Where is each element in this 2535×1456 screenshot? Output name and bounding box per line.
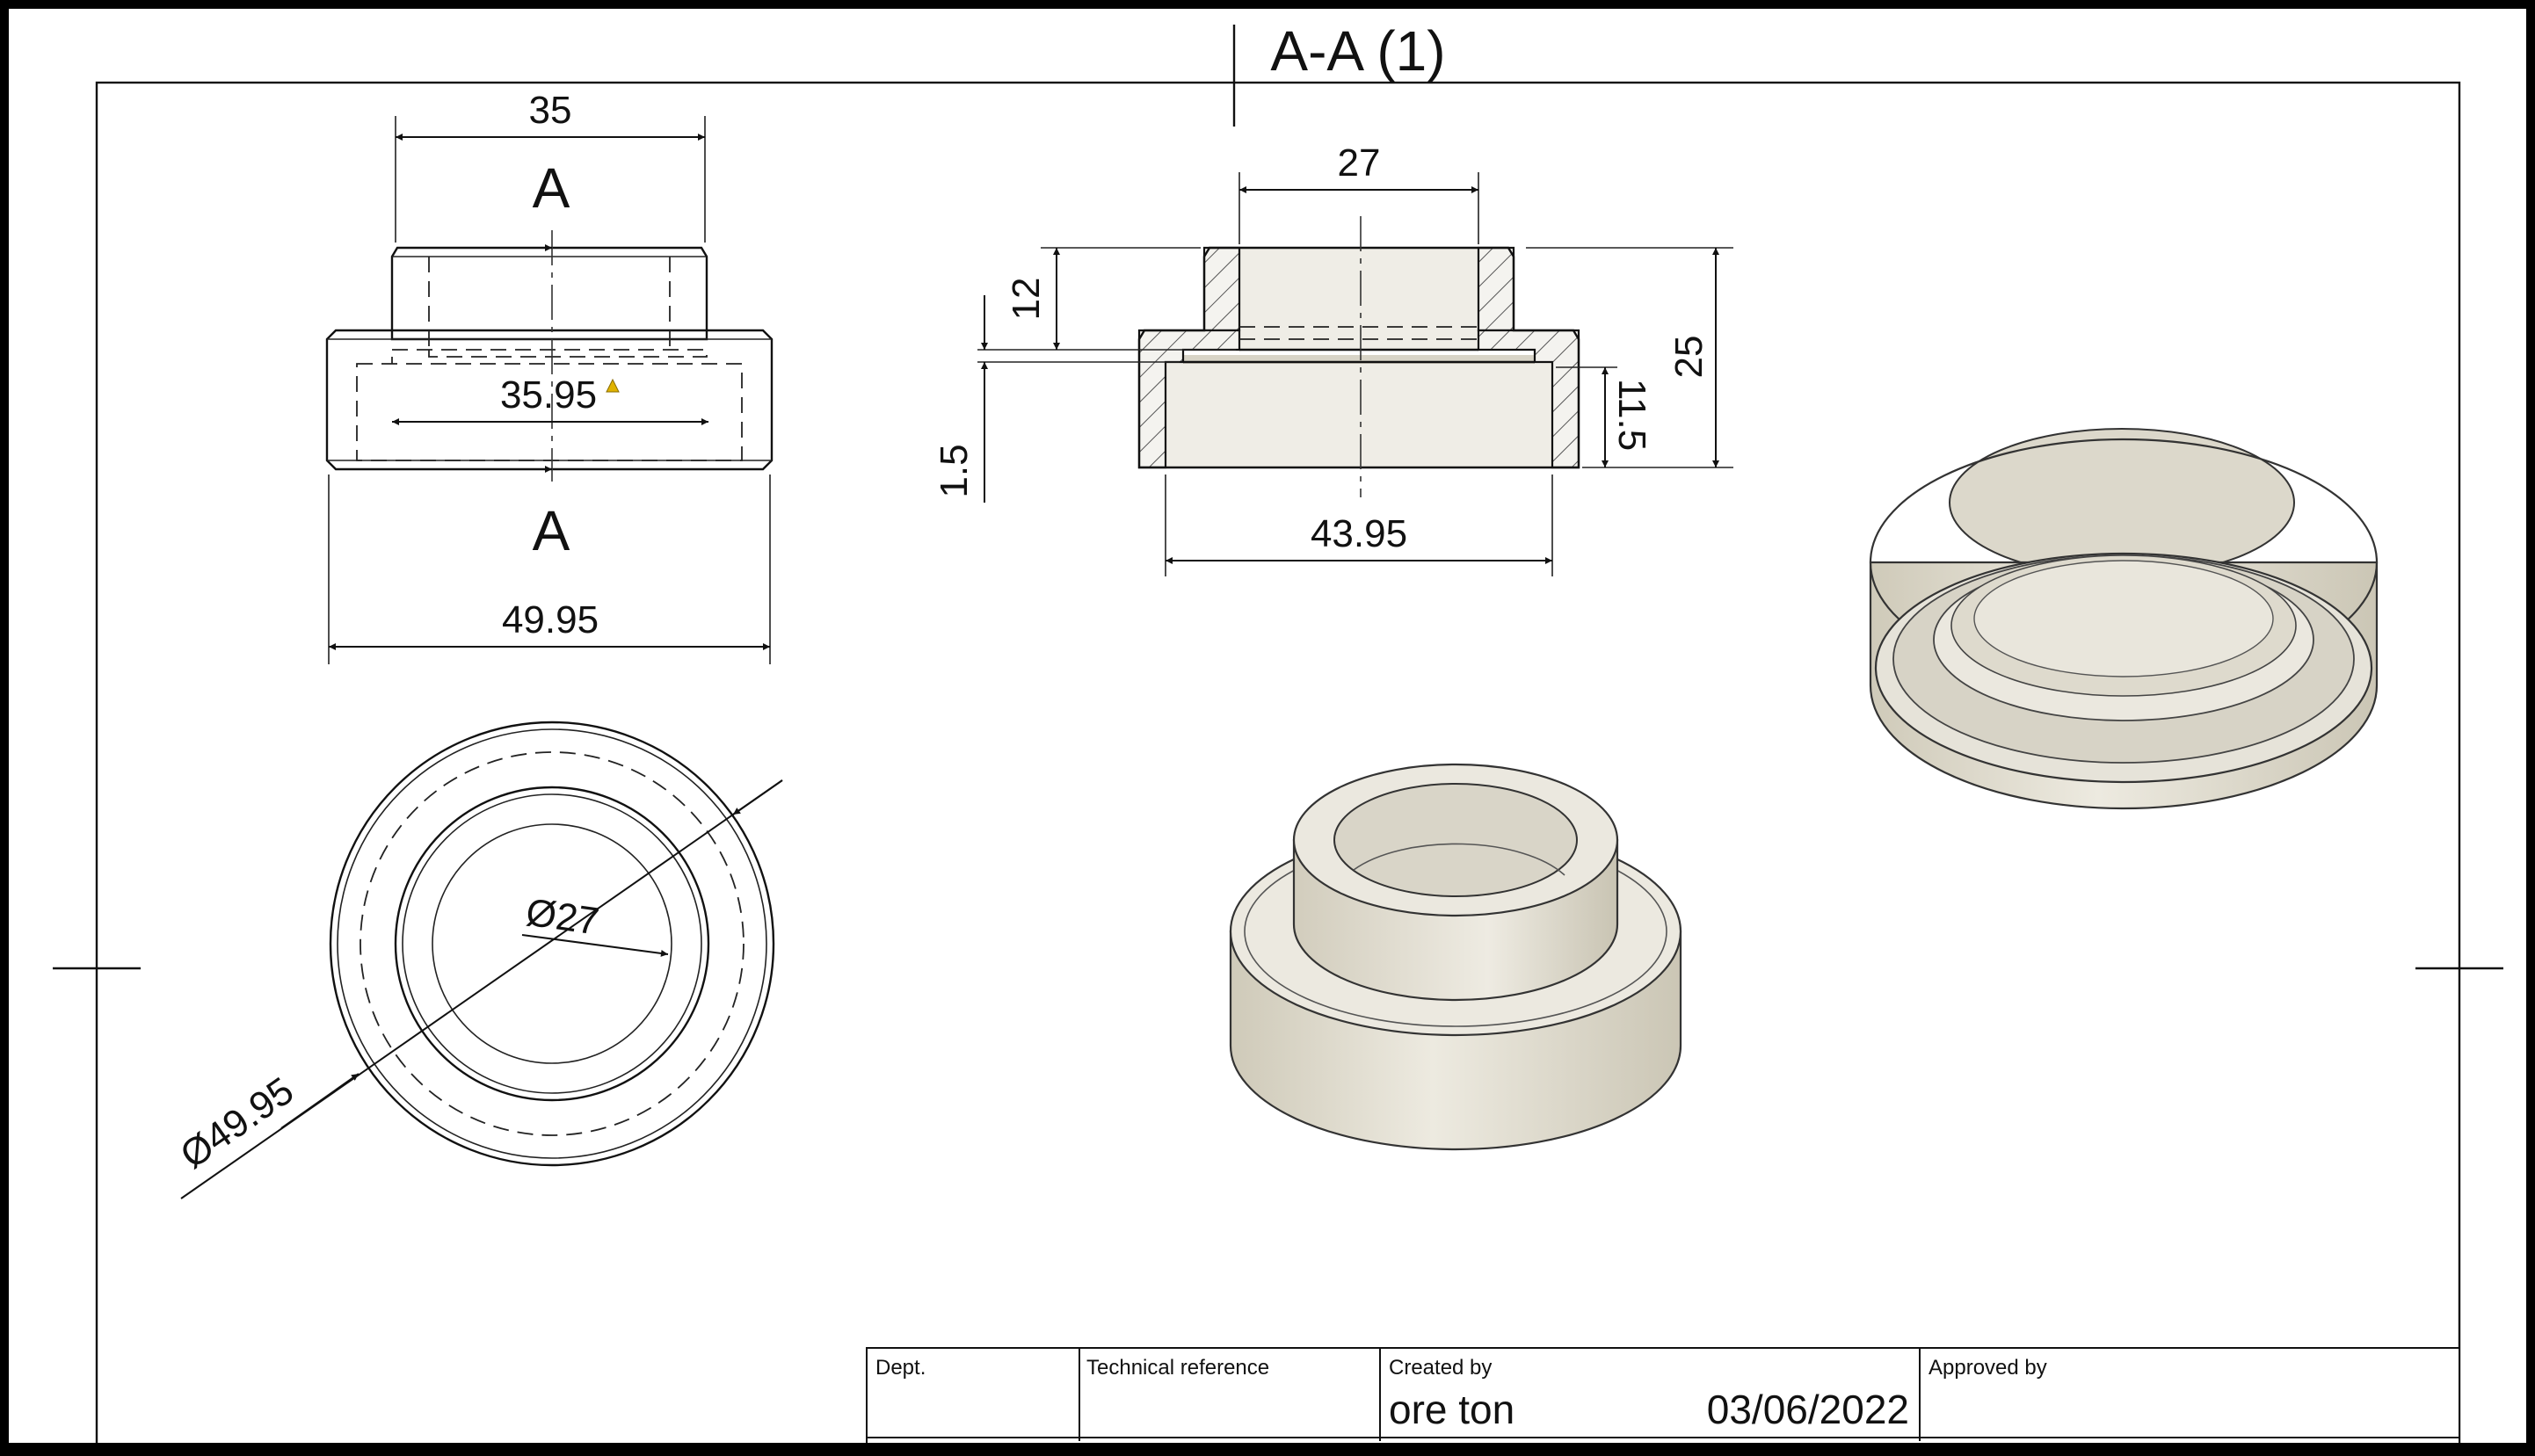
dia-27-line [521,934,669,957]
section-step-fill [1183,355,1535,364]
caution-icon [606,378,620,393]
drawing-border [95,81,2461,1456]
section-title: A-A (1) [1270,19,1445,83]
dim-12-text: 12 [1005,278,1048,321]
section-label-top: A [533,156,570,220]
dia-49-95-arrow-in [280,1073,360,1129]
dim-27-text: 27 [1338,141,1381,185]
dia-27-text: Ø27 [523,891,601,944]
dim-35-text: 35 [529,89,572,132]
section-outline [1137,246,1580,469]
tb-created-date: 03/06/2022 [1707,1387,1909,1432]
top-hidden-recess [360,751,745,1136]
top-outer-circle [329,721,775,1167]
front-hidden-step [428,350,708,358]
section-view: 27 12 1.5 25 11.5 43.95 [933,141,1733,576]
top-boss-chamfer [402,793,702,1094]
dim-25-text: 25 [1667,336,1711,379]
front-hidden-recess [356,363,743,461]
iso-view-bottom [1869,428,2379,810]
iso2-bore-inner [1973,560,2274,677]
iso-bore-inner-edge [1353,843,1565,876]
dim-35-95-text: 35.95 [500,373,597,417]
dim-43-95-text: 43.95 [1311,512,1407,555]
front-base-outline [325,329,774,471]
tb-dept-label: Dept. [875,1356,926,1380]
tb-created-by-label: Created by [1389,1356,1492,1380]
section-bore-fill [1239,248,1478,350]
iso-view-top [1229,763,1682,1151]
section-label-bottom: A [533,499,570,562]
dim-11-5-text: 11.5 [1610,379,1653,451]
top-boss-circle [394,786,710,1102]
top-outer-chamfer [337,728,767,1159]
front-view: A A 35 35.95 49.95 [325,89,774,664]
tb-approved-by-label: Approved by [1928,1356,2047,1380]
tb-tech-ref-label: Technical reference [1086,1356,1269,1380]
iso-boss-bore [1333,783,1578,897]
dia-49-95-arrow-out [732,779,783,815]
top-bore-circle [432,823,672,1064]
dim-49-95-text: 49.95 [502,598,599,641]
title-block: Dept. Technical reference Created by ore… [866,1347,2460,1456]
dia-49-95-leader [180,779,783,1199]
dim-1-5-text: 1.5 [933,444,976,497]
tb-created-by-value: ore ton [1389,1387,1514,1432]
section-wall-boss-right [1477,246,1515,332]
section-recess-fill [1166,362,1552,467]
section-wall-boss-left [1202,246,1241,332]
